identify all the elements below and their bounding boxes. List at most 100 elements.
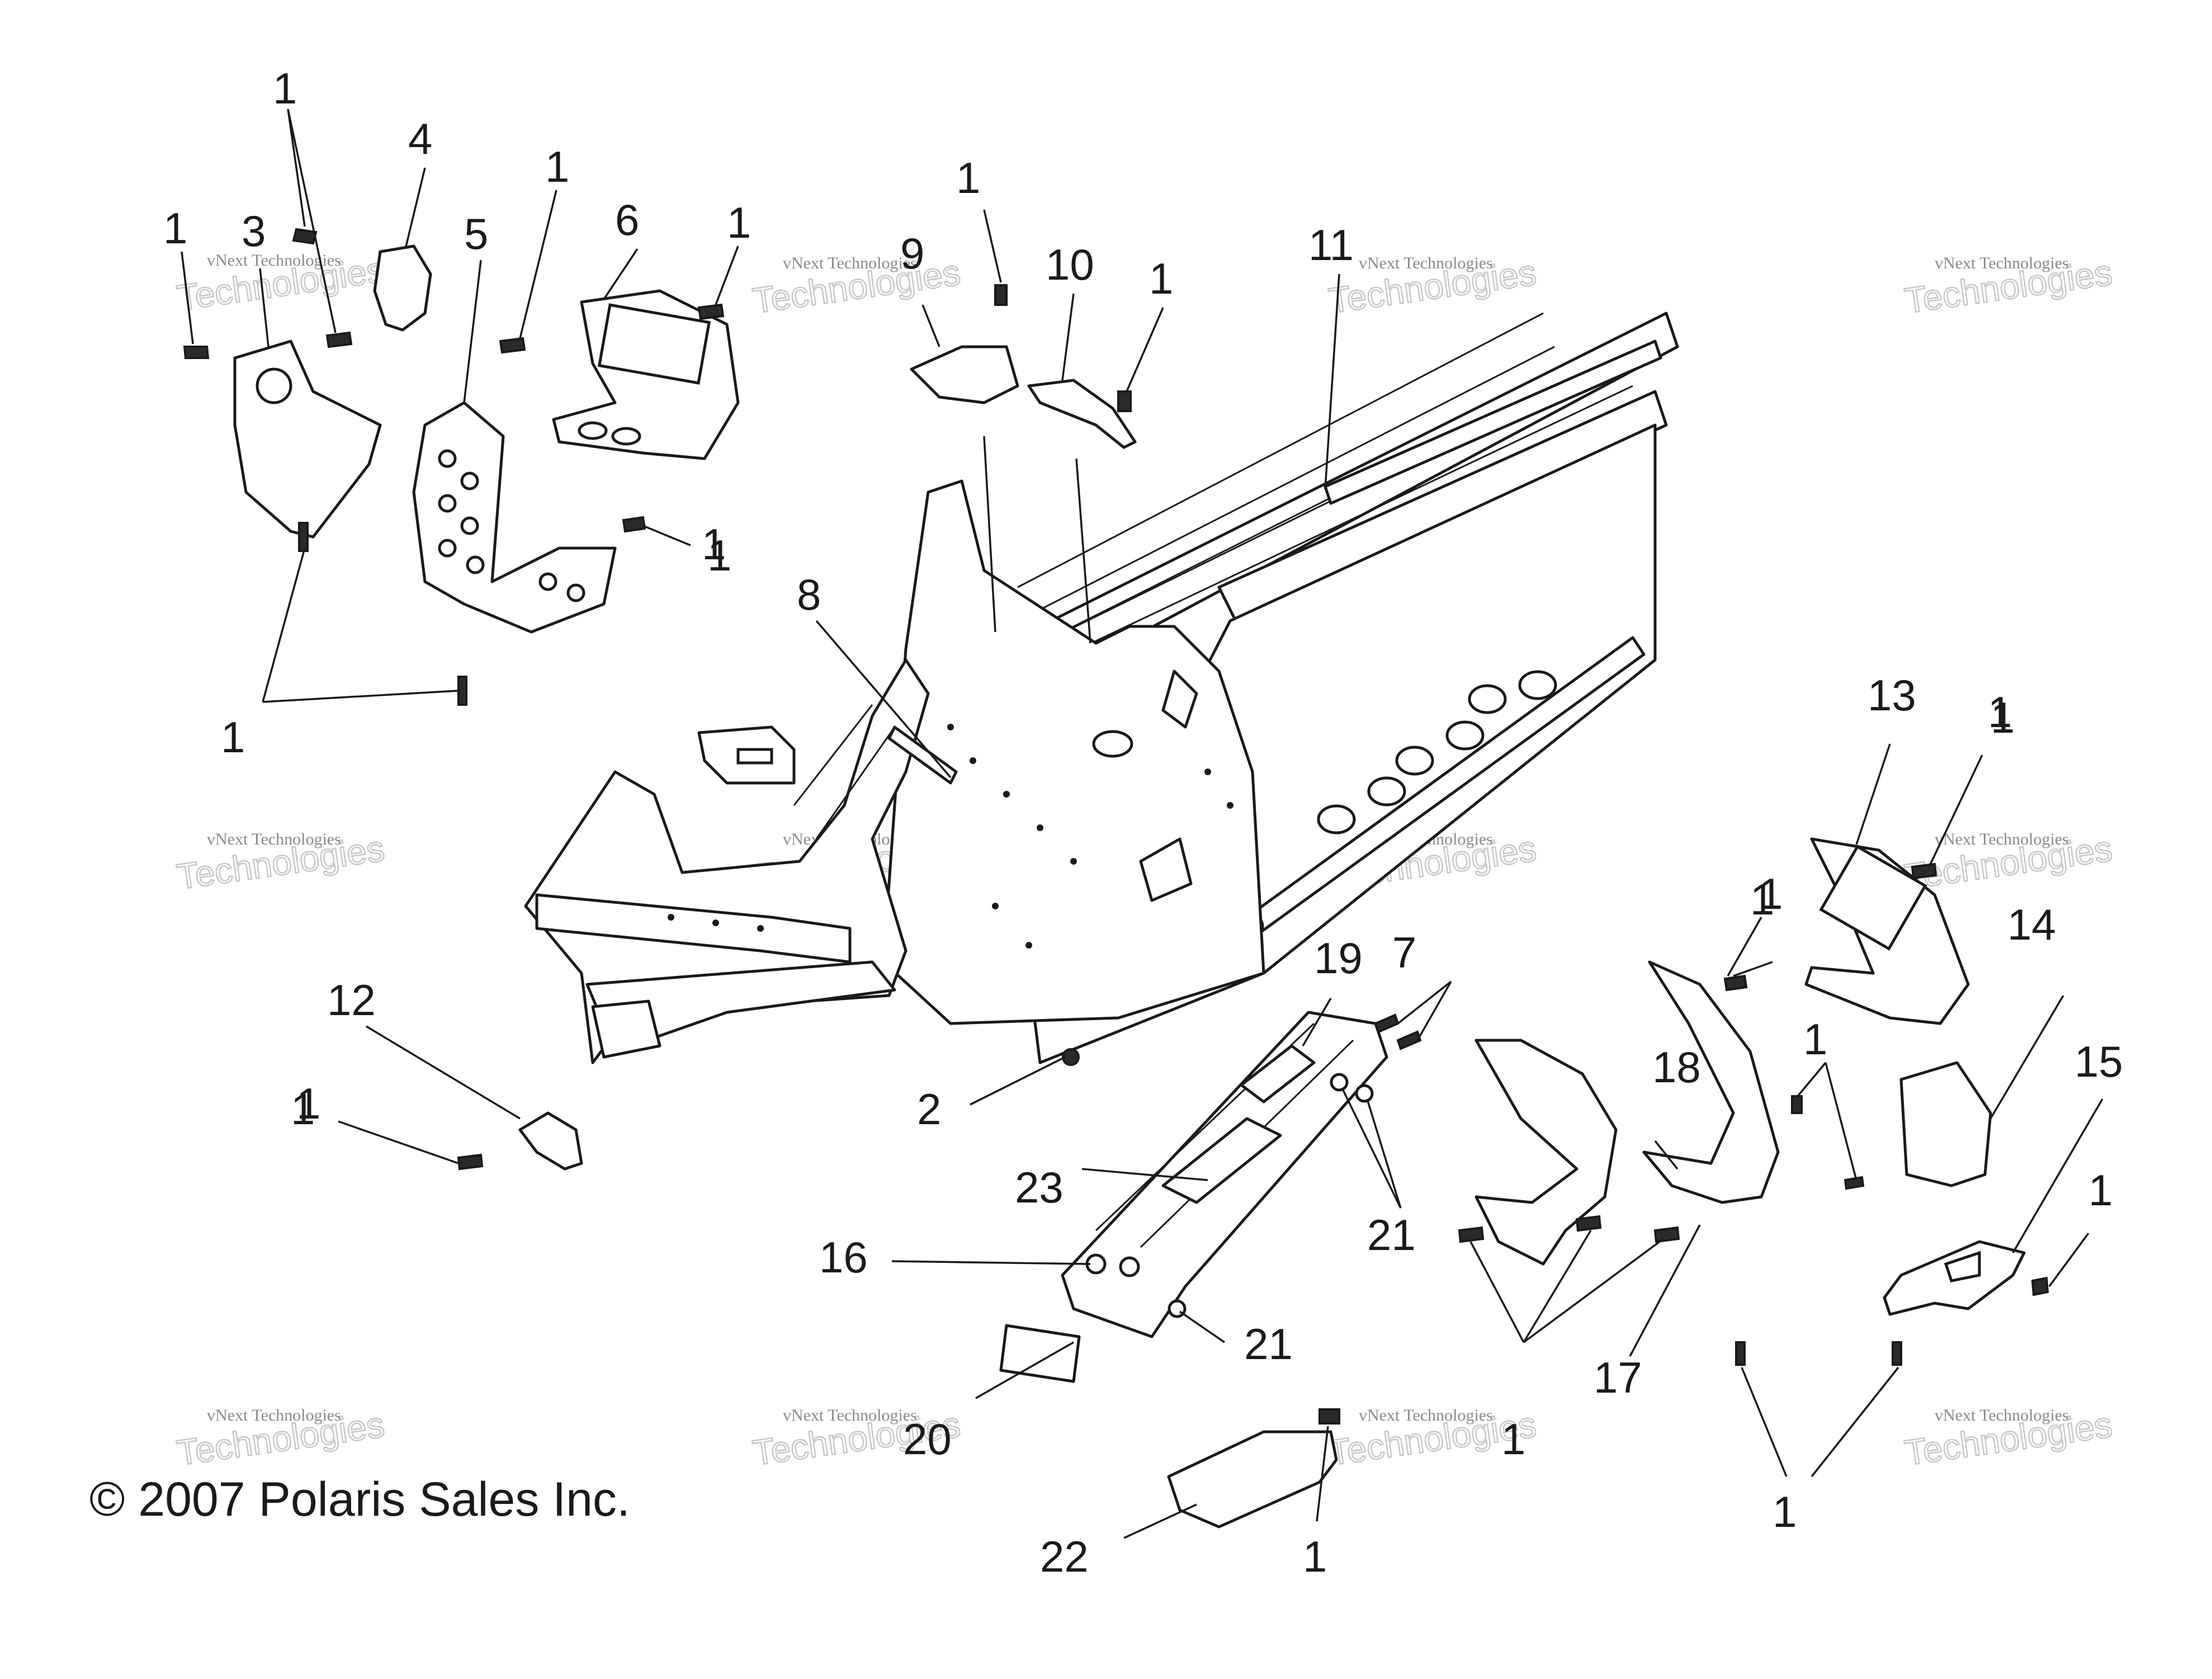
- bracket-hole: [256, 367, 292, 404]
- bulkhead-cutout: [1161, 669, 1198, 729]
- callout-label: 1: [1991, 693, 2015, 742]
- part-1-rivet: [499, 337, 526, 354]
- leader-line: [1928, 754, 1983, 867]
- rivet: [1037, 824, 1043, 831]
- plate-hole: [460, 471, 479, 491]
- frame-brace: [815, 727, 896, 840]
- leader-line: [1733, 961, 1773, 977]
- footrest-hole: [578, 421, 608, 440]
- leader-line: [1523, 1238, 1665, 1343]
- callout-label: 1: [1773, 1487, 1797, 1536]
- part-9-bracket: [910, 345, 1019, 404]
- leader-line: [1989, 995, 2064, 1119]
- callout-label: 1: [163, 204, 187, 253]
- leader-line: [975, 1341, 1074, 1399]
- callout-label: 1: [1803, 1015, 1827, 1064]
- leader-line: [1654, 1140, 1679, 1170]
- leader-line: [1741, 1367, 1788, 1477]
- tunnel-hole: [1445, 720, 1485, 751]
- watermark-line1: vNext Technologies: [1935, 830, 2069, 848]
- leader-line: [891, 1260, 1091, 1265]
- part-21-nut: [1355, 1084, 1374, 1103]
- callout-label: 1: [1750, 875, 1774, 924]
- leader-line: [1061, 293, 1075, 381]
- leader-line: [2012, 1098, 2104, 1253]
- leader-line: [1324, 273, 1340, 490]
- tunnel-hole: [1468, 684, 1507, 714]
- rivet: [992, 903, 999, 909]
- part-1-rivet: [1653, 1226, 1680, 1243]
- leader-line: [1523, 1230, 1592, 1343]
- callout-label: 22: [1040, 1532, 1089, 1581]
- leader-line: [2048, 1232, 2090, 1287]
- callout-label: 21: [1244, 1319, 1293, 1369]
- chassis-tunnel-assembly: [524, 312, 1679, 1064]
- callout-label: 1: [702, 520, 726, 569]
- watermark-line1: vNext Technologies: [1359, 254, 1493, 272]
- rivet: [1227, 802, 1233, 809]
- tunnel-rail-line: [1017, 312, 1544, 588]
- leader-line: [1341, 1087, 1402, 1209]
- leader-line: [1126, 307, 1164, 392]
- part-7-bolt: [1396, 1030, 1422, 1050]
- part-1-rivet: [1723, 974, 1748, 992]
- part-20-plate: [999, 1324, 1081, 1383]
- leader-lines: [181, 109, 2104, 1539]
- part-5-footrest-plate: [412, 401, 617, 634]
- rivet: [970, 757, 976, 764]
- part-1-rivet: [1318, 1408, 1340, 1425]
- part-18-bracket: [1474, 1039, 1618, 1266]
- tunnel-rail-line: [1039, 346, 1555, 611]
- part-11-rail: [1324, 339, 1662, 505]
- callout-label: 1: [221, 713, 245, 762]
- leader-line: [404, 167, 426, 249]
- plate-hole: [538, 572, 557, 591]
- leader-line: [603, 248, 639, 300]
- watermark-tl: Technologies vNext Technologies: [174, 248, 387, 319]
- leader-line: [338, 1120, 459, 1164]
- leader-line: [463, 260, 482, 403]
- bulkhead-hole: [1092, 730, 1133, 758]
- copyright-notice: © 2007 Polaris Sales Inc.: [89, 1473, 630, 1526]
- callout-label: 3: [242, 206, 266, 256]
- part-14-bracket: [1899, 1061, 1992, 1187]
- leader-line: [259, 268, 270, 347]
- leader-line: [262, 690, 459, 703]
- watermark-tc2: Technologies vNext Technologies: [1326, 251, 1539, 322]
- front-spindle-arm: [591, 999, 661, 1059]
- watermark-br: Technologies vNext Technologies: [1902, 1403, 2115, 1474]
- hinge-pin: [1119, 1256, 1140, 1277]
- leader-line: [262, 548, 306, 702]
- rivet: [947, 724, 954, 730]
- rivet: [668, 914, 674, 921]
- plate-hole: [466, 555, 485, 574]
- part-1-rivet: [1892, 1341, 1902, 1366]
- callout-label: 10: [1046, 240, 1094, 289]
- watermark-line1: vNext Technologies: [783, 254, 917, 272]
- callout-label: 21: [1367, 1210, 1416, 1260]
- footrest-hole: [611, 427, 641, 446]
- part-1-rivet: [1844, 1176, 1865, 1190]
- rivet: [712, 919, 719, 926]
- watermark-ml: Technologies vNext Technologies: [174, 827, 387, 898]
- callout-label: 1: [707, 531, 731, 580]
- callout-label: 2: [917, 1084, 941, 1134]
- footrest-opening: [1819, 845, 1927, 951]
- callout-label: 1: [956, 153, 980, 202]
- tunnel-hole: [1395, 746, 1434, 776]
- part-17-bracket: [1642, 960, 1780, 1204]
- leader-line: [983, 436, 996, 633]
- callout-label: 15: [2074, 1037, 2123, 1086]
- leader-line: [1416, 981, 1452, 1041]
- callout-label: 16: [819, 1233, 868, 1282]
- part-7-bolt: [1374, 1013, 1400, 1034]
- callout-label: 6: [615, 195, 639, 244]
- callout-label: 1: [1303, 1532, 1327, 1581]
- callout-label: 1: [296, 1079, 320, 1128]
- bracket-opening: [1944, 1251, 1981, 1282]
- front-frame-crossmember: [535, 893, 852, 964]
- tunnel-hole: [1518, 670, 1557, 700]
- leader-line: [1797, 1062, 1827, 1097]
- part-1-rivet: [1458, 1226, 1485, 1243]
- part-1-rivet: [2031, 1276, 2049, 1296]
